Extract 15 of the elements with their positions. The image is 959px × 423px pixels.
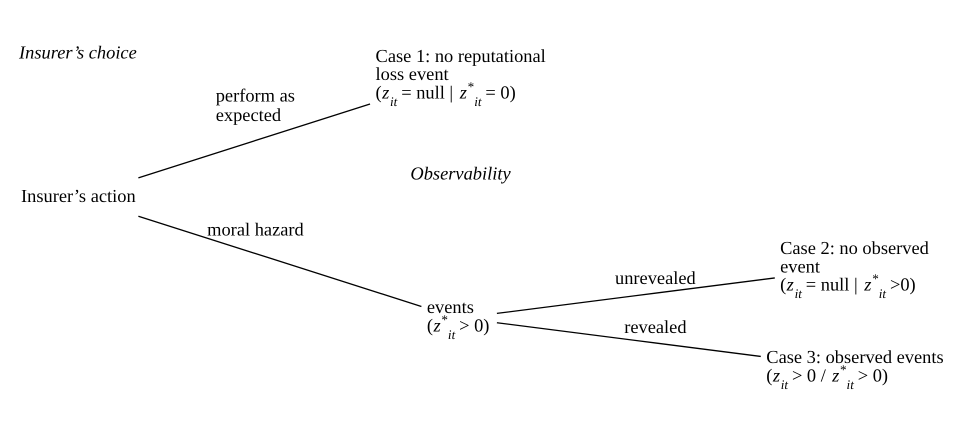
connector (138, 103, 370, 178)
edge-label: perform as expected (216, 85, 295, 125)
edge-label: unrevealed (615, 268, 696, 288)
node-text: events (z$^{*}$$_{it}$ > 0) (426, 297, 490, 342)
connector (496, 322, 761, 358)
node-text: Case 3: observed events (z$_{it}$ > 0 / z$^{*}$$_{it}$ > 0) (766, 347, 944, 392)
node-text: Case 2: no observed event (z$_{it}$ = null | z$^{*}$$_{it}$ >0) (780, 238, 929, 302)
label: Insurer’s choice (19, 42, 137, 62)
connector (138, 216, 422, 308)
node-text: Insurer’s action (21, 186, 136, 206)
edge-label: moral hazard (207, 219, 304, 240)
edge-label: revealed (624, 316, 687, 337)
connector (496, 277, 775, 314)
label: Observability (410, 164, 511, 184)
node-text: Case 1: no reputational loss event (z$_{it}$ = null | z$^{*}$$_{it}$ = 0) (376, 46, 546, 110)
